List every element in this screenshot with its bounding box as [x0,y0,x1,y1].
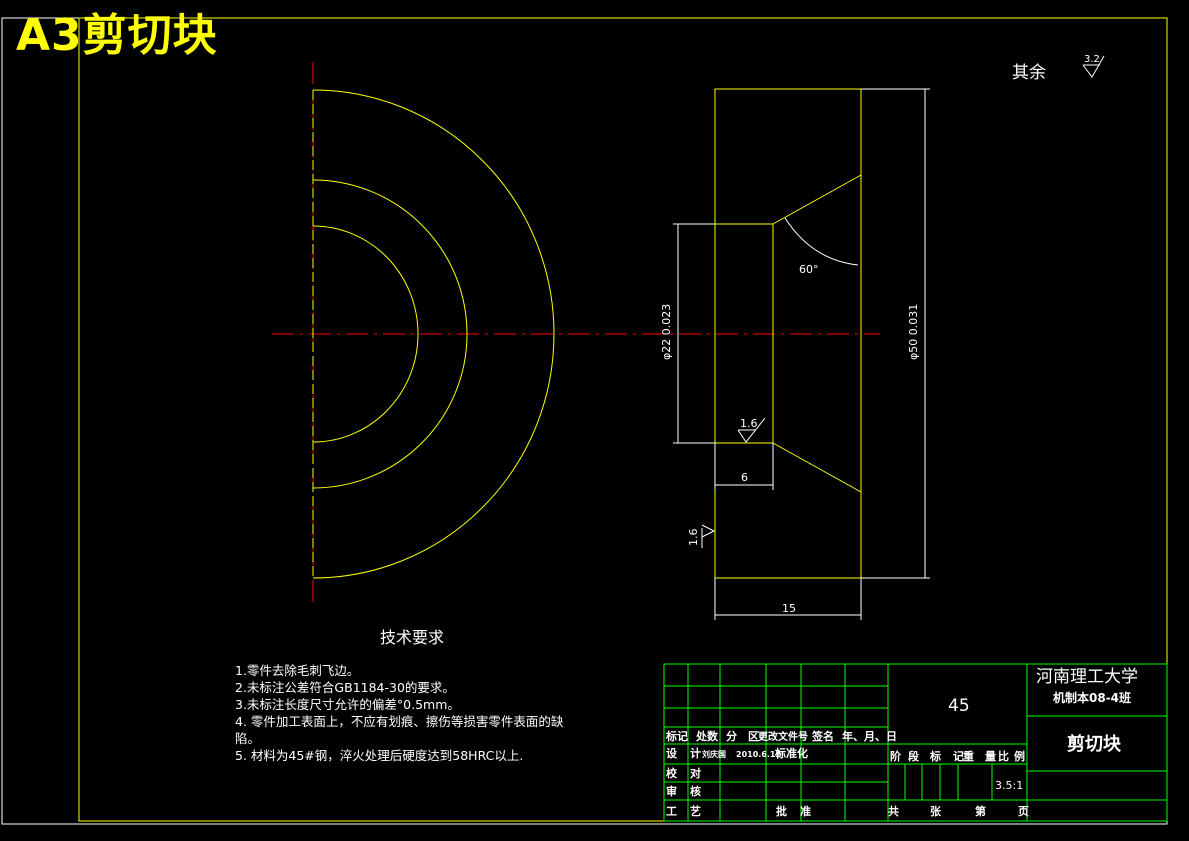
total-width-text: 15 [782,602,796,615]
svg-text:阶: 阶 [890,749,902,763]
cone-lower [772,442,862,493]
roughness-inner-text: 1.6 [740,417,758,430]
svg-text:标: 标 [929,749,941,763]
svg-text:比: 比 [998,749,1009,763]
sheet-border-inner [78,17,1168,822]
svg-text:共: 共 [888,804,899,818]
svg-text:批: 批 [776,804,787,818]
requirement-item: 1.零件去除毛刺飞边。 [235,663,360,678]
svg-text:标准化: 标准化 [774,746,808,760]
roughness-symbol-inner [737,417,766,443]
svg-text:年、月、日: 年、月、日 [842,729,897,743]
svg-text:刘庆国: 刘庆国 [702,749,726,759]
roughness-rest-text: 3.2 [1084,54,1100,65]
svg-text:区: 区 [748,730,759,743]
drawing-title: A3剪切块 [16,10,218,61]
angle-text: 60° [799,263,819,276]
svg-text:对: 对 [690,766,701,780]
svg-text:准: 准 [800,804,811,818]
section-view [714,88,862,579]
svg-text:量: 量 [985,750,996,763]
svg-text:处数: 处数 [695,729,719,743]
svg-text:页: 页 [1018,805,1029,818]
requirement-item: 5. 材料为45#钢，淬火处理后硬度达到58HRC以上. [235,748,524,763]
requirement-item: 3.未标注长度尺寸允许的偏差°0.5mm。 [235,697,460,712]
requirement-item: 4. 零件加工表面上，不应有划痕、擦伤等损害零件表面的缺 [235,714,564,729]
requirement-item: 2.未标注公差符合GB1184-30的要求。 [235,680,455,695]
svg-text:校: 校 [666,766,678,780]
title-block-texts: 45 河南理工大学 机制本08-4班 剪切块 3.5:1 [948,667,1138,792]
roughness-symbol-side [701,524,716,538]
outer-diameter-text: φ50 0.031 [907,304,920,360]
title-block-labels: 标记 处数 分 区 更改文件号 签名 年、月、日 设 计 刘庆国 2010.6.… [665,729,1029,818]
class-name: 机制本08-4班 [1053,690,1131,705]
tech-requirements-title: 技术要求 [380,628,445,647]
cone-upper [772,174,862,225]
svg-text:艺: 艺 [690,804,701,818]
svg-text:段: 段 [908,749,919,763]
svg-text:张: 张 [930,804,942,818]
tech-requirements-list: 1.零件去除毛刺飞边。 2.未标注公差符合GB1184-30的要求。 3.未标注… [235,662,615,764]
part-name: 剪切块 [1067,733,1122,755]
section-body [714,88,862,579]
material-text: 45 [948,696,970,716]
svg-text:2010.6.12: 2010.6.12 [736,750,781,759]
svg-text:标记: 标记 [665,729,688,743]
svg-text:分: 分 [726,729,737,743]
school-name: 河南理工大学 [1036,667,1138,687]
arc-outer [312,89,555,579]
angle-arc [784,217,859,266]
arc-middle [312,179,468,489]
inner-diameter-text: φ22 0.023 [660,304,673,360]
step-width-text: 6 [741,471,748,484]
svg-text:工: 工 [666,805,677,818]
svg-text:更改文件号: 更改文件号 [758,730,808,743]
front-view [312,89,555,579]
svg-text:计: 计 [690,746,701,760]
scale-text: 3.5:1 [995,779,1023,792]
svg-text:第: 第 [975,804,986,818]
svg-text:重: 重 [963,749,974,763]
roughness-symbol-rest [1082,55,1105,78]
svg-text:例: 例 [1014,749,1025,763]
svg-text:记: 记 [953,750,964,763]
svg-text:设: 设 [666,746,678,760]
arc-inner [312,225,419,443]
dimension-texts: φ22 0.023 φ50 0.031 60° 6 15 1.6 1.6 3.2 [660,54,1100,615]
center-lines [272,62,880,608]
dimension-lines [673,55,1105,620]
roughness-rest-label: 其余 [1012,63,1046,83]
svg-text:审: 审 [666,784,677,798]
svg-text:签名: 签名 [811,729,834,743]
title-block [663,663,1168,822]
svg-text:核: 核 [690,784,701,798]
requirement-item: 陷。 [235,731,261,746]
roughness-side-text: 1.6 [687,529,700,547]
